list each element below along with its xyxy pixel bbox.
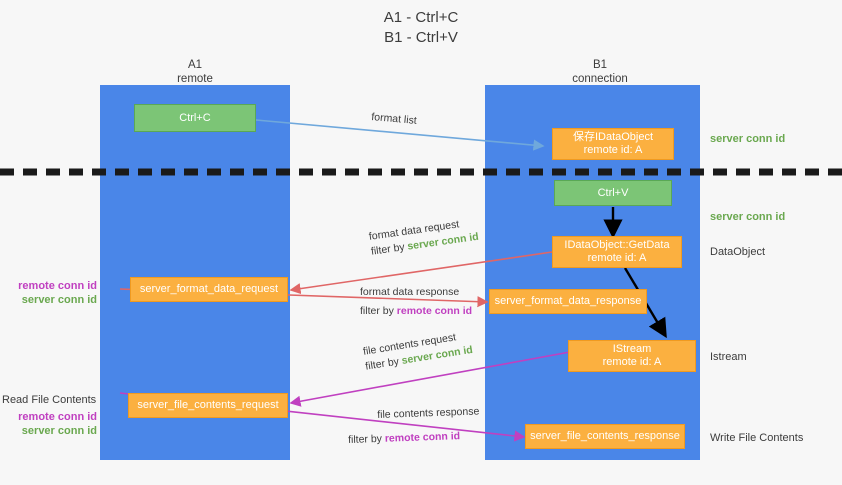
left-label-remote-conn-id-1: remote conn id: [18, 280, 97, 292]
node-server-file-contents-request[interactable]: server_file_contents_request: [128, 393, 288, 418]
node-save-idataobject-line1: 保存IDataObject: [572, 131, 654, 143]
left-label-server-conn-id-1: server conn id: [21, 294, 97, 306]
page-title: A1 - Ctrl+C B1 - Ctrl+V: [0, 8, 842, 48]
node-ctrl-v-label: Ctrl+V: [597, 186, 629, 199]
left-label-conn-id-group-1: remote conn id server conn id: [0, 279, 97, 307]
right-label-write-file-contents: Write File Contents: [710, 432, 804, 444]
node-ctrl-v[interactable]: Ctrl+V: [554, 180, 672, 206]
node-server-file-contents-response-label: server_file_contents_response: [530, 430, 680, 442]
node-save-idataobject[interactable]: 保存IDataObject remote id: A: [552, 128, 674, 160]
filter-value-remote-conn-id-2: remote conn id: [384, 430, 461, 445]
lane-header-b1: B1 connection: [520, 58, 680, 86]
edge-label-format-data-response-line1: format data response: [360, 286, 460, 298]
node-istream-line1: IStream: [612, 343, 652, 355]
edge-label-file-contents-request: file contents request filter by server c…: [362, 328, 474, 375]
node-server-file-contents-response[interactable]: server_file_contents_response: [525, 424, 685, 449]
edge-label-file-contents-response: file contents response filter by remote …: [348, 404, 480, 447]
node-getdata-line1: IDataObject::GetData: [564, 239, 670, 251]
lane-b1-sub: connection: [572, 73, 628, 85]
lane-b1-name: B1: [592, 59, 608, 71]
edge-label-format-data-response-line2: filter by remote conn id: [360, 304, 472, 319]
node-istream[interactable]: IStream remote id: A: [568, 340, 696, 372]
filter-by-prefix-4: filter by: [347, 432, 386, 447]
left-label-read-file-contents: Read File Contents: [2, 394, 97, 406]
filter-by-prefix: filter by: [370, 240, 409, 258]
filter-by-prefix-2: filter by: [360, 305, 397, 317]
edge-label-format-list-text: format list: [370, 110, 418, 127]
lane-a1-name: A1: [187, 59, 203, 71]
node-server-format-data-request[interactable]: server_format_data_request: [130, 277, 288, 302]
edge-label-file-contents-response-line2: filter by remote conn id: [348, 428, 481, 448]
edge-label-format-list: format list: [371, 110, 418, 129]
edge-label-format-data-request: format data request filter by server con…: [368, 215, 480, 260]
left-label-read-file-contents-group: Read File Contents remote conn id server…: [0, 393, 97, 438]
left-label-server-conn-id-2: server conn id: [21, 425, 97, 437]
title-line-1: A1 - Ctrl+C: [383, 9, 459, 26]
node-istream-line2: remote id: A: [602, 356, 662, 368]
edge-label-file-contents-response-line1: file contents response: [377, 405, 480, 421]
title-line-2: B1 - Ctrl+V: [384, 29, 458, 46]
filter-value-remote-conn-id: remote conn id: [396, 305, 473, 317]
node-ctrl-c-label: Ctrl+C: [179, 111, 211, 124]
node-server-file-contents-request-label: server_file_contents_request: [137, 399, 279, 411]
node-ctrl-c[interactable]: Ctrl+C: [134, 104, 256, 132]
node-idataobject-getdata[interactable]: IDataObject::GetData remote id: A: [552, 236, 682, 268]
node-getdata-line2: remote id: A: [587, 252, 647, 264]
node-server-format-data-response-label: server_format_data_response: [494, 295, 642, 307]
right-label-dataobject: DataObject: [710, 246, 766, 258]
right-label-server-conn-id-1: server conn id: [710, 133, 786, 145]
node-server-format-data-request-label: server_format_data_request: [139, 283, 279, 295]
right-label-istream: Istream: [710, 351, 747, 363]
edge-label-format-data-response: format data response filter by remote co…: [360, 285, 472, 319]
node-save-idataobject-line2: remote id: A: [583, 144, 643, 156]
node-server-format-data-response[interactable]: server_format_data_response: [489, 289, 647, 314]
right-label-server-conn-id-2: server conn id: [710, 211, 786, 223]
lane-a1-sub: remote: [177, 73, 213, 85]
lane-header-a1: A1 remote: [115, 58, 275, 86]
left-label-remote-conn-id-2: remote conn id: [18, 411, 97, 423]
